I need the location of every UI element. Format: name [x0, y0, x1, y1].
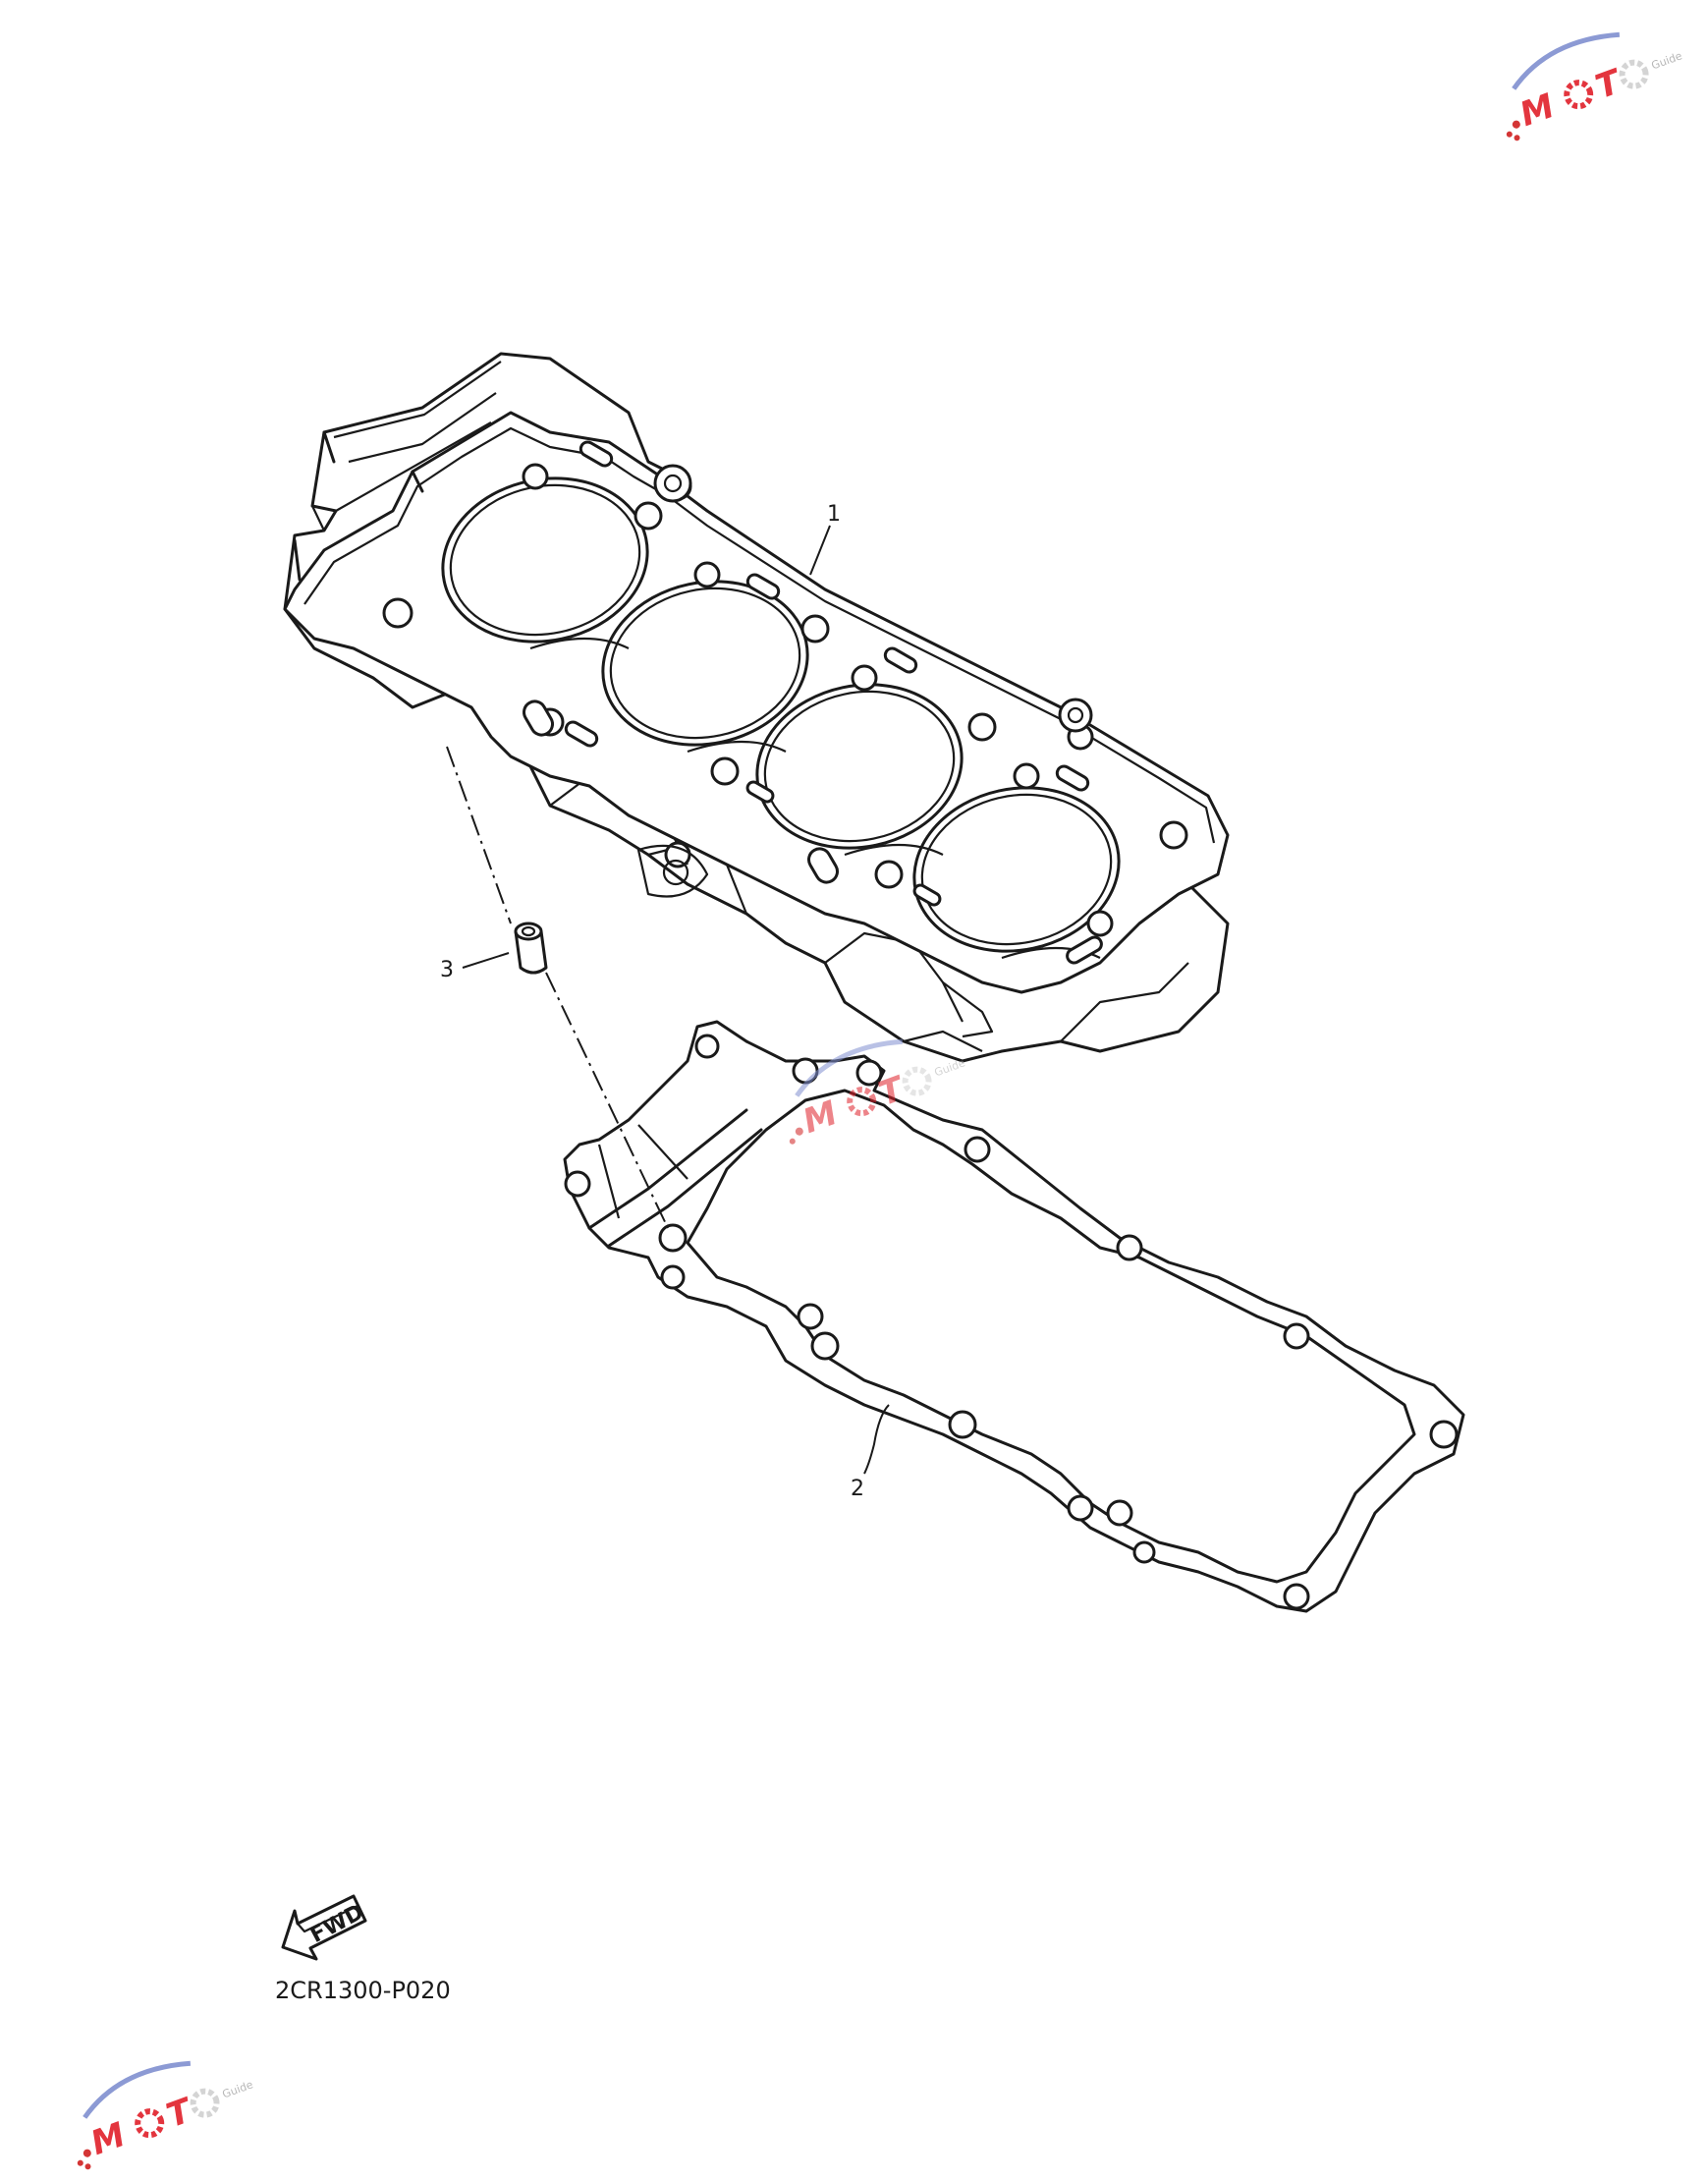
callout-2-label: 2	[851, 1477, 864, 1501]
svg-text:Guide: Guide	[933, 1056, 967, 1079]
moto-guide-watermark-top-right: M T Guide	[1506, 31, 1684, 141]
cylinder-base-gasket	[563, 1020, 1465, 1613]
callout-1-label: 1	[827, 502, 841, 527]
svg-text:T: T	[161, 2091, 198, 2136]
cylinder-block	[283, 352, 1230, 1063]
svg-text:M: M	[85, 2115, 131, 2163]
callout-3-label: 3	[440, 958, 454, 982]
moto-guide-watermark-bottom-left: M T Guide	[77, 2060, 255, 2170]
callout-3: 3	[440, 952, 510, 982]
svg-text:Guide: Guide	[1650, 49, 1684, 72]
deck-holes	[382, 440, 1188, 965]
fwd-arrow-icon: FWD	[281, 1894, 368, 1961]
dowel-pin	[514, 922, 548, 975]
callout-1: 1	[809, 502, 841, 576]
diagram-code: 2CR1300-P020	[275, 1977, 451, 2004]
svg-text:Guide: Guide	[221, 2078, 255, 2100]
svg-text:M: M	[1515, 86, 1560, 135]
svg-text:T: T	[1590, 62, 1627, 107]
callout-2: 2	[851, 1404, 890, 1501]
assembly-line	[446, 746, 669, 1229]
cylinder-bores	[441, 476, 1121, 960]
